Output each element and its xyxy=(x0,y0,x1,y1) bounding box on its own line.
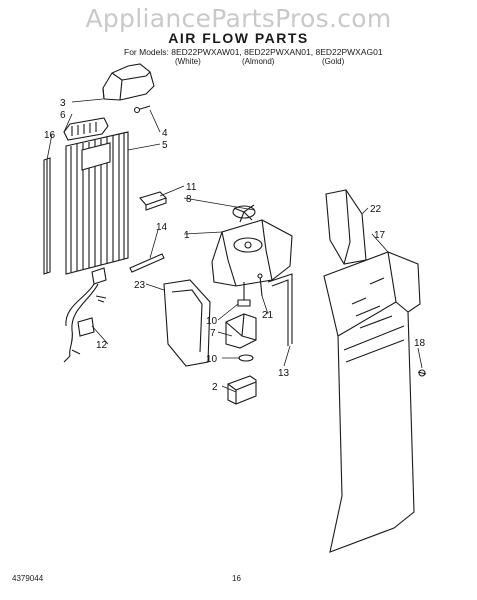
part-damper-clip xyxy=(139,191,168,211)
callout-10: 10 xyxy=(206,316,218,327)
part-screw xyxy=(133,105,151,114)
part-upper-baffle xyxy=(325,189,367,265)
part-screw-3 xyxy=(417,369,427,377)
color-almond: (Almond) xyxy=(242,57,275,66)
page-title: AIR FLOW PARTS xyxy=(168,30,309,46)
callout-2: 2 xyxy=(212,382,218,393)
part-foam-strip xyxy=(43,157,51,275)
doc-number: 4379044 xyxy=(12,574,44,583)
color-gold: (Gold) xyxy=(322,57,345,66)
callout-18: 18 xyxy=(414,338,426,349)
part-air-tower-cover xyxy=(323,251,421,553)
callout-3: 3 xyxy=(60,98,66,109)
callout-5: 5 xyxy=(162,140,168,151)
part-air-duct-cap xyxy=(102,63,155,101)
part-fan-housing xyxy=(211,219,293,287)
part-bracket xyxy=(227,375,257,405)
models-line: For Models: 8ED22PWXAW01, 8ED22PWXAN01, … xyxy=(124,47,383,57)
part-wiring-harness xyxy=(63,267,107,363)
part-rear-panel xyxy=(65,131,129,275)
callout-10b: 10 xyxy=(206,354,218,365)
callout-12: 12 xyxy=(96,340,108,351)
color-white: (White) xyxy=(175,57,201,66)
watermark: AppliancePartsPros.com xyxy=(85,4,392,33)
callout-8: 8 xyxy=(186,194,192,205)
callout-1: 1 xyxy=(184,230,190,241)
part-gasket xyxy=(267,273,293,346)
part-screw-2 xyxy=(257,273,263,297)
callout-23: 23 xyxy=(134,280,146,291)
leader-lines xyxy=(46,98,423,393)
page-number: 16 xyxy=(232,574,241,583)
part-fan-motor xyxy=(225,313,257,349)
callout-7: 7 xyxy=(210,328,216,339)
callout-11: 11 xyxy=(186,182,197,193)
callout-labels: 3 6 16 4 5 11 8 22 14 1 17 23 21 10 7 12… xyxy=(44,98,426,393)
callout-4: 4 xyxy=(162,128,168,139)
callout-14: 14 xyxy=(156,222,168,233)
callout-22: 22 xyxy=(370,204,382,215)
part-grille xyxy=(63,117,109,141)
part-heater-rod xyxy=(129,253,165,273)
callout-13: 13 xyxy=(278,368,290,379)
callout-16: 16 xyxy=(44,130,56,141)
callout-21: 21 xyxy=(262,310,274,321)
part-shaft-lower xyxy=(238,354,254,362)
part-side-duct xyxy=(163,279,211,367)
callout-17: 17 xyxy=(374,230,386,241)
callout-6: 6 xyxy=(60,110,66,121)
part-fan-blade xyxy=(232,204,256,223)
